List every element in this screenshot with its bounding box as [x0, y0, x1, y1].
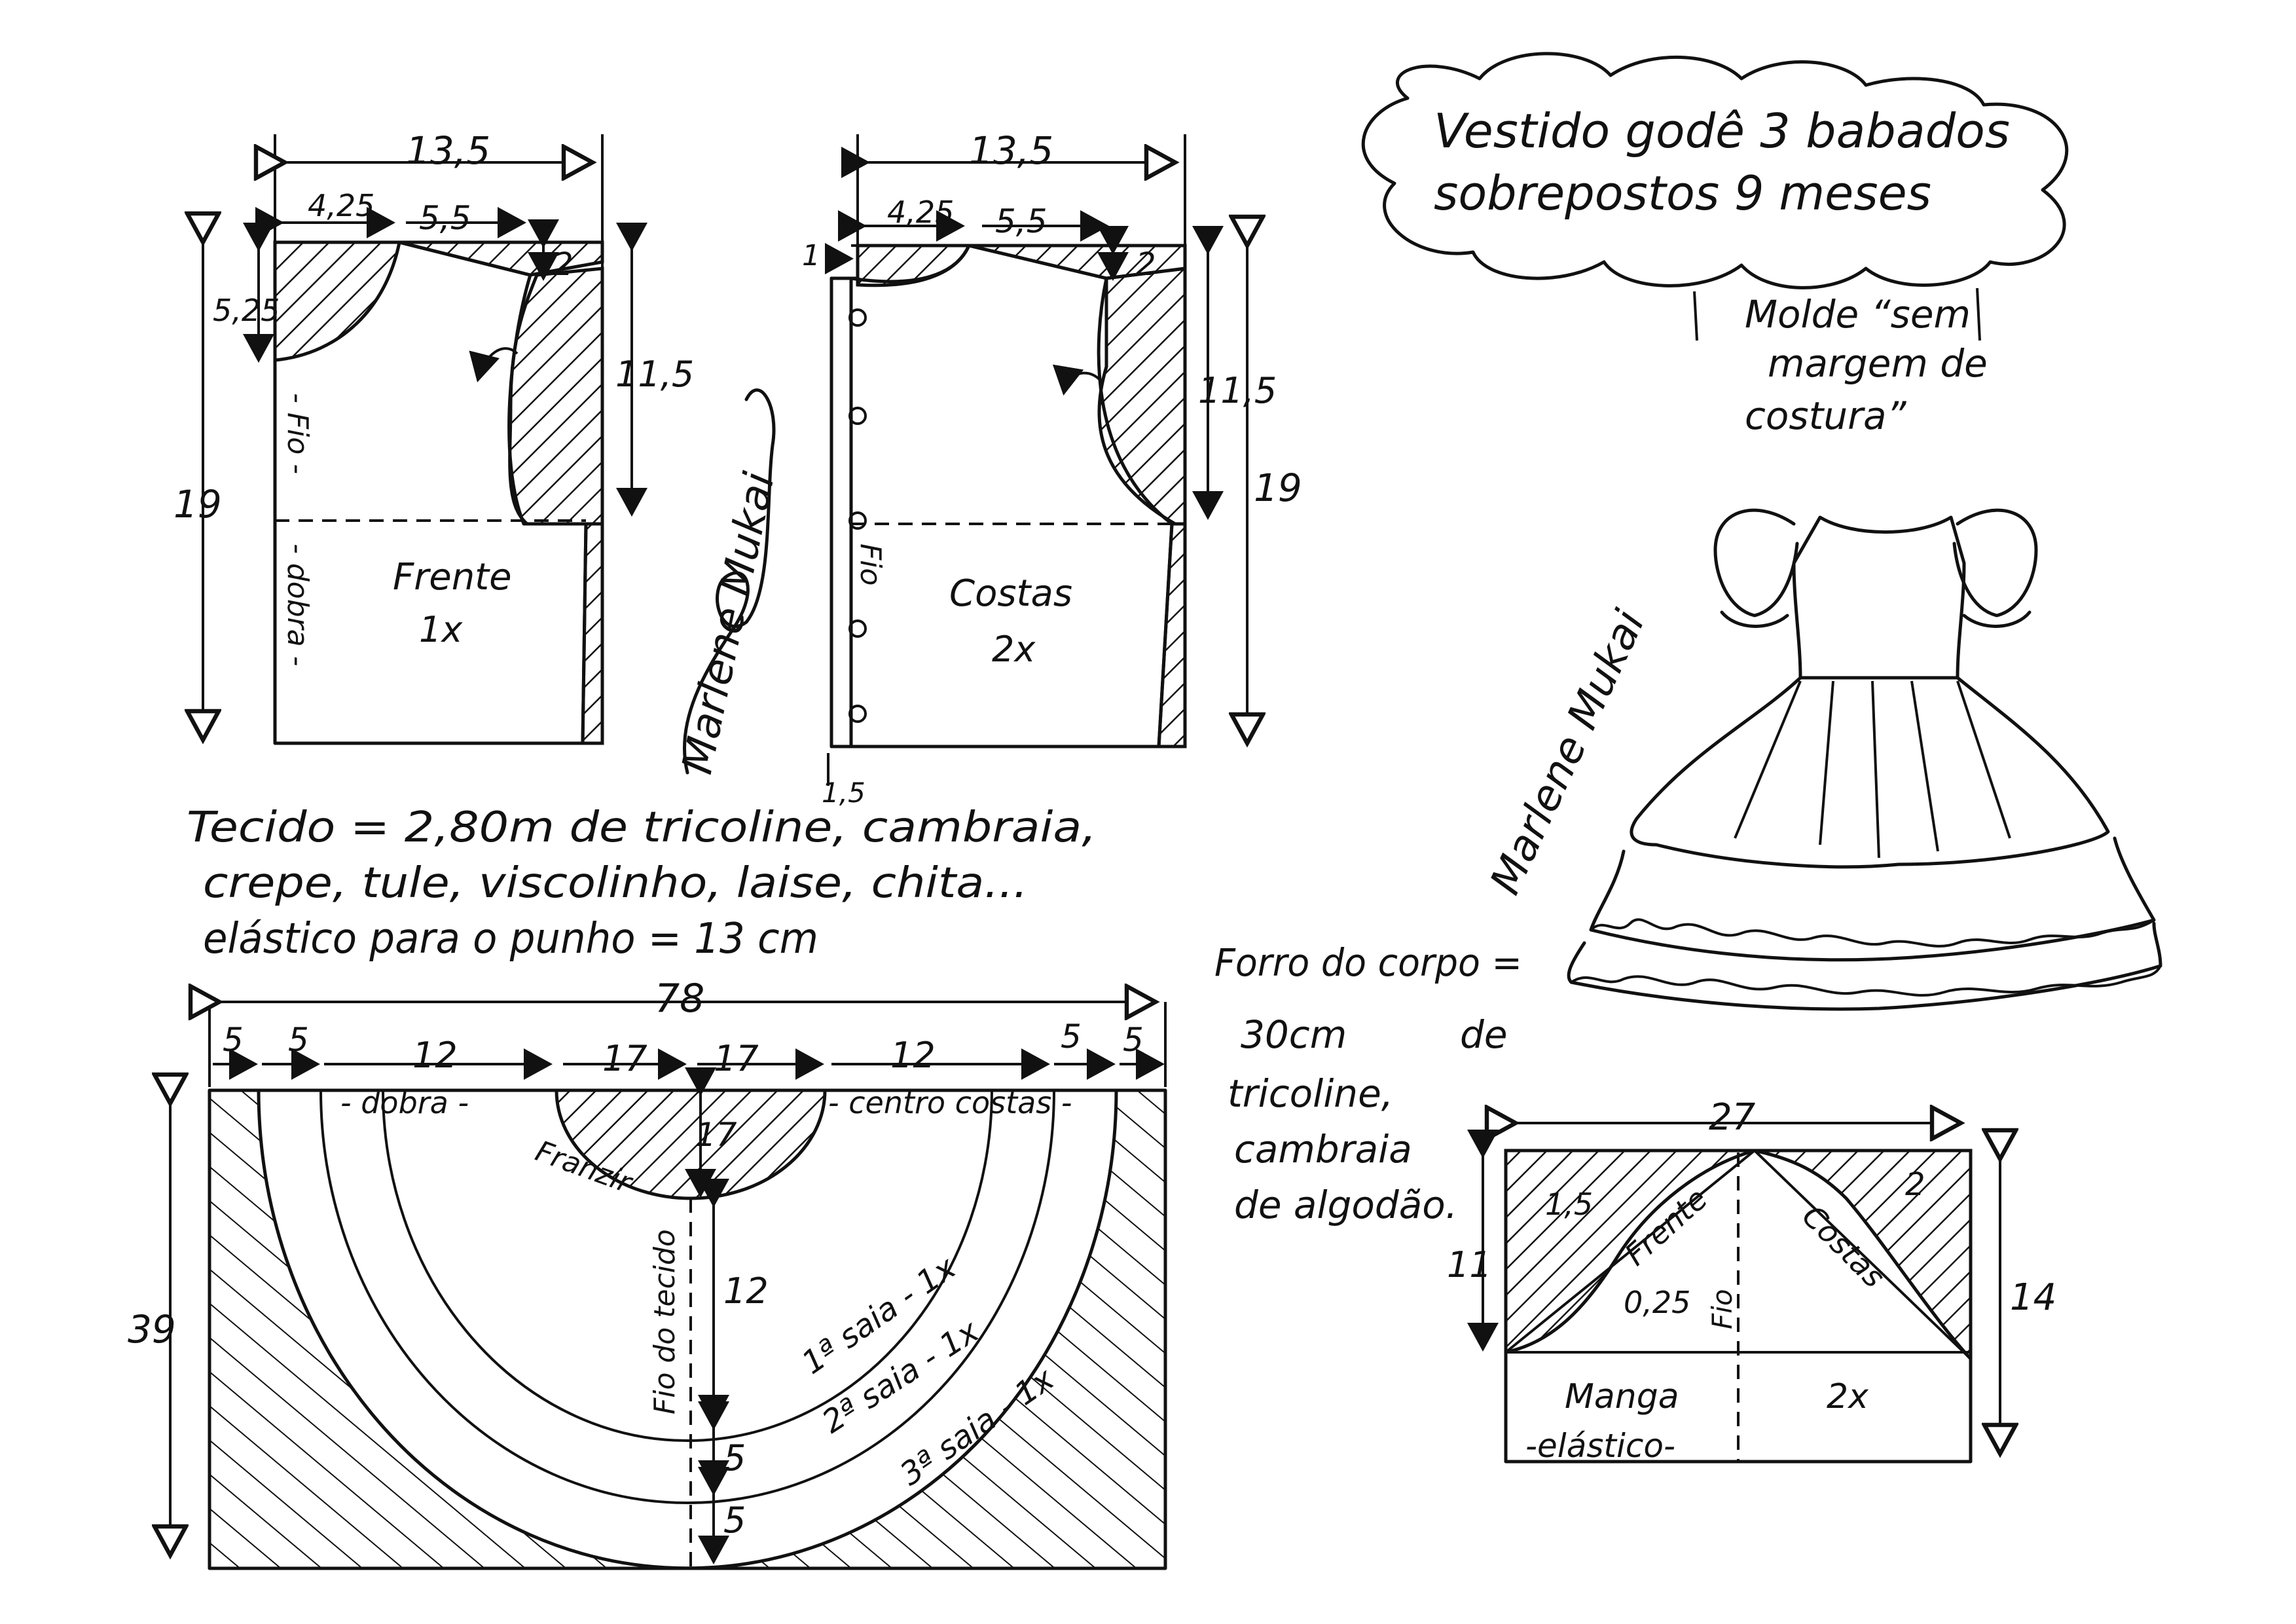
- lining-line-1: Forro do corpo =: [1214, 940, 1522, 985]
- back-bodice-piece: 13,5 4,25 5,5 1 2 11,5 19 Fio 1,5 Costas…: [802, 128, 1302, 809]
- back-grain-label: Fio: [854, 544, 887, 585]
- front-neck-depth-label: 5,25: [213, 293, 280, 328]
- skirt-radius-3-label: 5: [723, 1500, 746, 1541]
- front-piece-count: 1x: [419, 609, 463, 650]
- title-cloud: Vestido godê 3 babados sobrepostos 9 mes…: [1361, 52, 2069, 289]
- skirt-height-label: 39: [128, 1307, 176, 1352]
- skirt-segment-1: 5: [223, 1021, 244, 1059]
- front-neck-width-label: 4,25: [308, 188, 374, 223]
- skirt-segment-8: 5: [1123, 1021, 1144, 1059]
- lining-line-2: 30cm: [1241, 1012, 1347, 1057]
- sleeve-piece-label: Manga: [1565, 1377, 1679, 1416]
- skirt-segment-6: 12: [890, 1035, 936, 1076]
- front-shoulder-drop-label: 2: [553, 246, 574, 283]
- front-width-label: 13,5: [406, 128, 490, 173]
- sleeve-low-ease-label: 0,25: [1624, 1285, 1690, 1320]
- skirt-segment-5: 17: [714, 1038, 759, 1079]
- front-total-height-label: 19: [173, 482, 222, 526]
- lining-line-6: de algodão.: [1234, 1183, 1457, 1227]
- fabric-line-2: crepe, tule, viscolinho, laise, chita...: [203, 859, 1028, 908]
- back-armhole-height-label: 11,5: [1198, 370, 1277, 411]
- skirt-radius-2-label: 5: [723, 1437, 746, 1479]
- sleeve-left-height-label: 11: [1447, 1244, 1492, 1285]
- back-neck-width-label: 4,25: [887, 194, 954, 230]
- skirt-fold-label: - dobra -: [340, 1085, 469, 1120]
- front-piece-label: Frente: [393, 556, 512, 599]
- front-fold-label: - dobra -: [281, 544, 314, 667]
- title-line-1: Vestido godê 3 babados: [1434, 103, 2010, 158]
- sleeve-elastic-label: -elástico-: [1525, 1427, 1675, 1465]
- back-buttons: [848, 308, 867, 723]
- signature-text-1: Marlene Mukai: [673, 468, 784, 778]
- lining-line-5: cambraia: [1234, 1127, 1412, 1172]
- skirt-grain-label: Fio do tecido: [648, 1229, 682, 1414]
- skirt-piece: 78 5 5 12 17 17 12 5 5 39 - dobra - - ce…: [128, 976, 1167, 1570]
- skirt-segment-2: 5: [288, 1021, 309, 1059]
- skirt-waist-radius-label: 17: [695, 1116, 737, 1154]
- note-line-3: costura”: [1745, 394, 1906, 438]
- back-total-height-label: 19: [1254, 466, 1302, 510]
- back-piece-count: 2x: [992, 629, 1036, 670]
- title-line-2: sobrepostos 9 meses: [1434, 166, 1931, 221]
- back-shoulder-width-label: 5,5: [995, 202, 1048, 240]
- sleeve-piece-count: 2x: [1827, 1377, 1869, 1416]
- front-bodice-piece: 13,5 4,25 5,5 5,25 2 11,5 19 - Fio - - d…: [173, 128, 694, 745]
- skirt-radius-1-label: 12: [723, 1270, 769, 1312]
- lining-line-4: tricoline,: [1228, 1071, 1393, 1116]
- skirt-width-label: 78: [655, 976, 704, 1022]
- note-line-2: margem de: [1768, 341, 1988, 386]
- front-grain-label: - Fio -: [281, 393, 314, 474]
- back-piece-label: Costas: [949, 572, 1072, 615]
- sleeve-back-ease-label: 2: [1905, 1166, 1925, 1203]
- note-line-1: Molde “sem: [1745, 292, 1971, 337]
- sleeve-grain-label: Fio: [1706, 1289, 1738, 1329]
- back-width-label: 13,5: [969, 128, 1053, 173]
- dress-illustration: Marlene Mukai: [1481, 508, 2162, 1011]
- sleeve-right-height-label: 14: [2010, 1276, 2056, 1319]
- fabric-line-3: elástico para o punho = 13 cm: [203, 915, 818, 963]
- skirt-center-back-label: - centro costas -: [828, 1085, 1072, 1120]
- skirt-segment-3: 12: [412, 1035, 458, 1076]
- sleeve-width-label: 27: [1709, 1096, 1756, 1139]
- back-neck-depth-label: 1: [802, 239, 820, 272]
- signature-mark-1: Marlene Mukai: [673, 388, 784, 778]
- front-armhole-height-label: 11,5: [615, 354, 694, 395]
- lining-line-3: de: [1460, 1012, 1508, 1057]
- front-shoulder-width-label: 5,5: [419, 199, 471, 237]
- sleeve-front-ease-label: 1,5: [1545, 1187, 1593, 1222]
- fabric-line-1: Tecido = 2,80m de tricoline, cambraia,: [187, 803, 1097, 852]
- lining-note: Forro do corpo = 30cm de tricoline, camb…: [1214, 940, 1522, 1227]
- signature-text-2: Marlene Mukai: [1481, 603, 1654, 902]
- back-shoulder-drop-label: 2: [1136, 246, 1156, 283]
- sleeve-piece: 27 11 14 1,5 2 0,25 Frente Costas Fio Ma…: [1447, 1096, 2056, 1465]
- seam-allowance-note: Molde “sem margem de costura”: [1693, 287, 1988, 438]
- fabric-notes: Tecido = 2,80m de tricoline, cambraia, c…: [187, 803, 1097, 963]
- skirt-segment-4: 17: [602, 1038, 647, 1079]
- skirt-segment-7: 5: [1061, 1018, 1082, 1056]
